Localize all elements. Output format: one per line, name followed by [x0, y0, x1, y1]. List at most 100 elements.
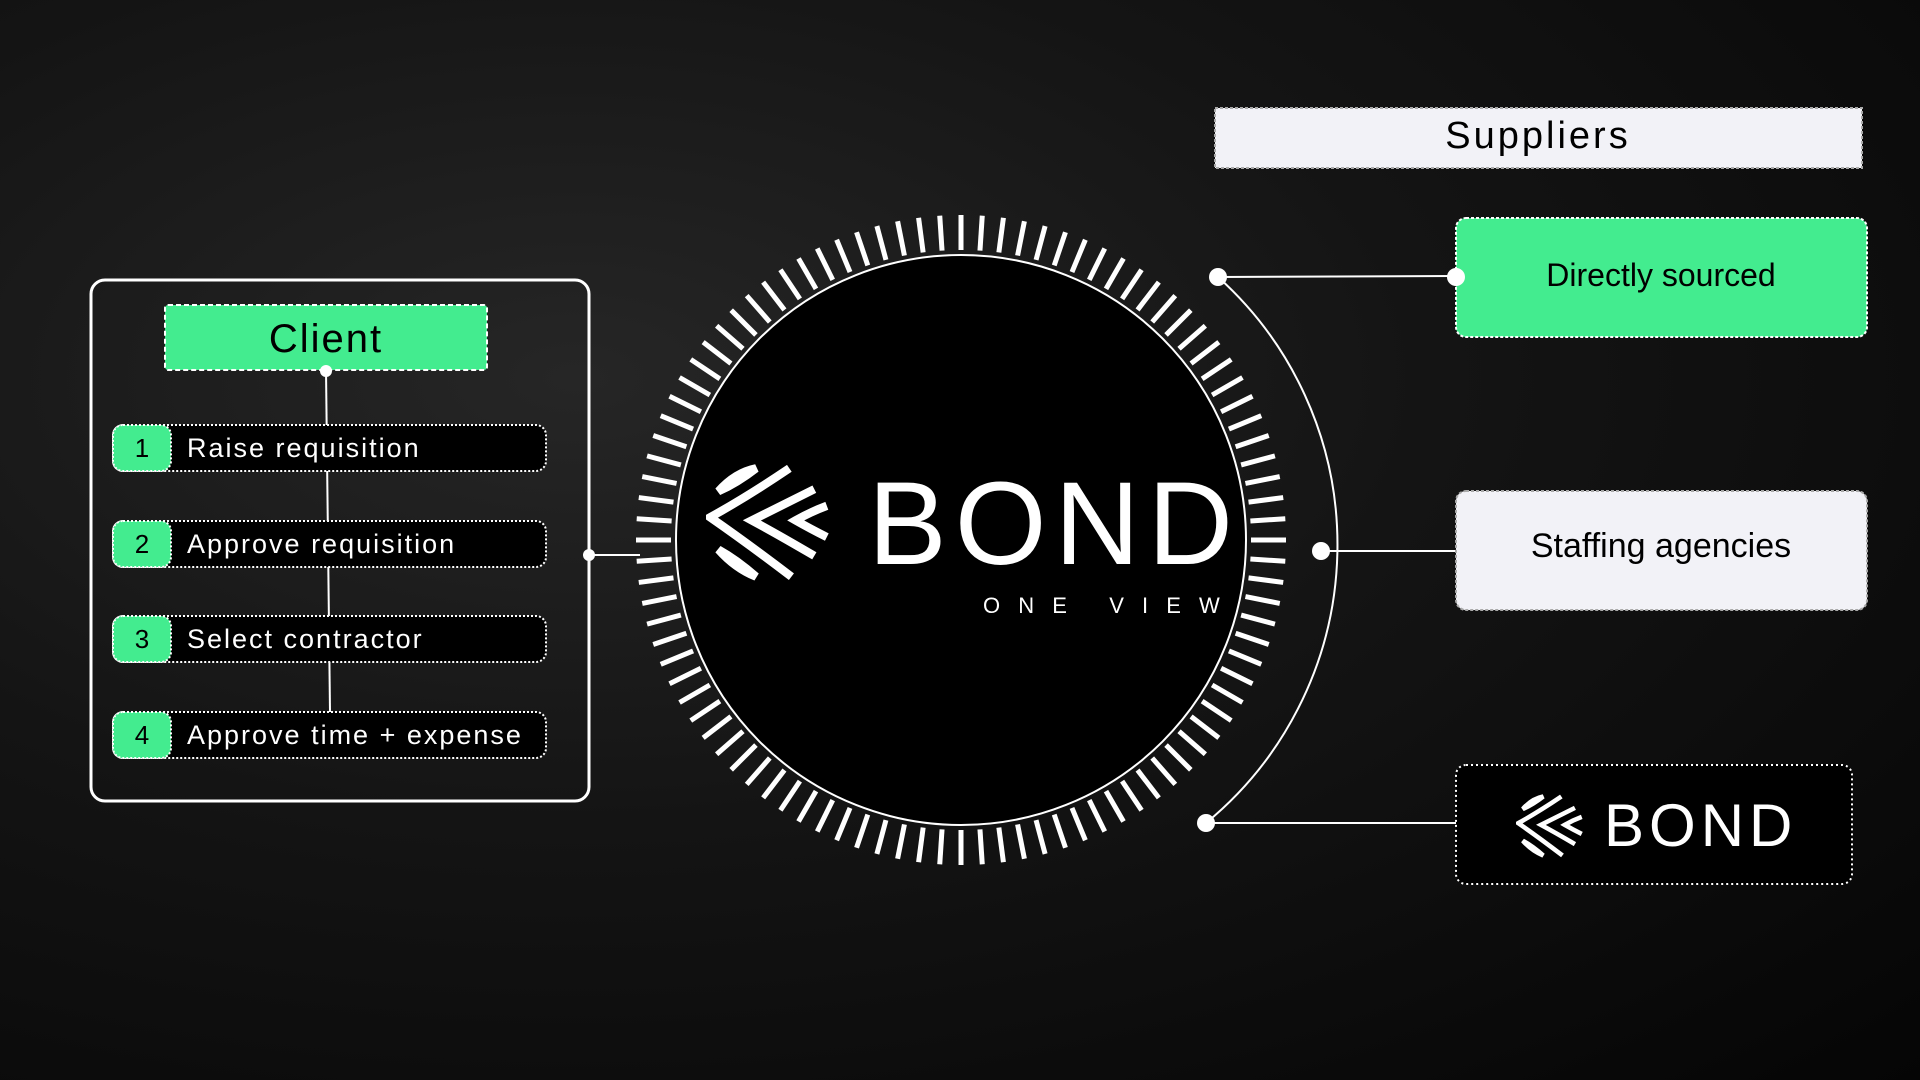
step-number-badge	[112, 711, 172, 759]
dial-tick	[1150, 756, 1178, 786]
dial-tick	[641, 474, 678, 486]
dial-tick	[834, 806, 853, 842]
suppliers-title: Suppliers	[1445, 115, 1630, 157]
step-label: Select contractor	[187, 624, 424, 654]
step-item: 2 Approve requisition	[112, 520, 547, 568]
dial-tick	[1240, 453, 1276, 468]
supplier-label: Staffing agencies	[1531, 527, 1791, 565]
dial-tick	[815, 798, 835, 833]
step-label: Approve requisition	[187, 529, 456, 559]
dial-tick	[668, 394, 703, 414]
dial-tick	[1240, 612, 1276, 627]
dial-tick	[1244, 474, 1281, 486]
dial-tick	[977, 829, 985, 865]
dial-tick	[761, 280, 787, 312]
dial-tick	[1200, 357, 1233, 381]
dial-tick	[1103, 257, 1126, 291]
step-number: 1	[135, 433, 149, 463]
dial-tick	[895, 220, 907, 257]
suppliers-panel: Suppliers Directly sourced Staffing agen…	[1214, 107, 1868, 885]
dial-tick	[1227, 413, 1263, 432]
dial-tick	[1219, 394, 1254, 414]
dial-tick	[689, 357, 722, 381]
dial-tick	[916, 827, 926, 863]
dial-tick	[636, 556, 672, 564]
center-dial: BOND O N E V I E W	[636, 215, 1286, 865]
dial-tick	[1150, 294, 1178, 324]
dial-tick	[636, 516, 672, 524]
supplier-bond: BOND	[1455, 764, 1853, 885]
dial-tick	[1210, 682, 1244, 705]
step-number: 4	[135, 720, 149, 750]
dial-tick	[659, 413, 695, 432]
dial-tick	[1244, 594, 1281, 606]
dial-tick	[1200, 699, 1233, 723]
dial-tick	[1015, 220, 1027, 257]
dial-tick	[1248, 575, 1284, 585]
dial-tick	[652, 433, 688, 450]
dial-tick	[668, 666, 703, 686]
dial-tick	[796, 789, 819, 823]
dial-tick	[916, 217, 926, 253]
dial-tick	[1248, 495, 1284, 505]
dial-tick	[1234, 433, 1270, 450]
client-panel: Client 1 Raise requisition 2 Approve requis…	[89, 278, 591, 803]
client-title: Client	[269, 317, 383, 361]
dial-tick	[1234, 630, 1270, 647]
dial-tick	[1219, 666, 1254, 686]
dial-tick	[729, 308, 758, 337]
step-number-badge	[112, 424, 172, 472]
dial-tick	[678, 682, 712, 705]
dial-tick	[1189, 340, 1221, 366]
dial-tick	[977, 215, 985, 251]
dial-tick	[834, 238, 853, 274]
dial-tick	[1087, 798, 1107, 833]
dial-tick	[1250, 516, 1286, 524]
step-number-badge	[112, 520, 172, 568]
dial-tick	[778, 268, 802, 301]
step-number: 2	[135, 529, 149, 559]
dial-tick	[1033, 225, 1048, 261]
dial-tick	[1177, 323, 1207, 351]
dial-tick	[874, 225, 889, 261]
dial-tick	[1087, 247, 1107, 282]
dial-tick	[996, 217, 1006, 253]
dial-tick	[1069, 806, 1088, 842]
dial-tick	[1250, 556, 1286, 564]
dial-tick	[1033, 819, 1048, 855]
supplier-label: Directly sourced	[1546, 257, 1775, 293]
supplier-label: BOND	[1604, 792, 1797, 859]
step-item: 1 Raise requisition	[112, 424, 547, 472]
dial-tick	[937, 215, 945, 251]
dial-tick	[701, 340, 733, 366]
dial-tick	[815, 247, 835, 282]
dial-tick	[854, 813, 871, 849]
dial-tick	[1177, 729, 1207, 757]
dial-tick	[641, 594, 678, 606]
dial-tick	[659, 648, 695, 667]
dial-tick	[1069, 238, 1088, 274]
dial-tick	[1103, 789, 1126, 823]
dial-tick	[778, 779, 802, 812]
step-label: Raise requisition	[187, 433, 421, 463]
dial-tick	[678, 375, 712, 398]
dial-tick	[1164, 743, 1193, 772]
dial-tick	[744, 294, 772, 324]
supplier-arc	[1205, 276, 1339, 824]
dial-tick	[1051, 231, 1068, 267]
dial-tick	[761, 768, 787, 800]
suppliers-header	[1214, 107, 1863, 169]
step-label: Approve time + expense	[187, 720, 523, 750]
client-header	[164, 304, 488, 371]
dial-tick	[1015, 823, 1027, 860]
supplier-directly-sourced: Directly sourced	[1455, 217, 1868, 338]
step-number-badge	[112, 615, 172, 663]
dial-tick	[646, 612, 682, 627]
one-view-tagline: O N E V I E W	[983, 593, 1226, 618]
dial-tick	[1120, 779, 1144, 812]
bond-brand-text: BOND	[868, 458, 1241, 590]
dial-tick	[796, 257, 819, 291]
dial-tick	[638, 575, 674, 585]
dial-tick	[652, 630, 688, 647]
